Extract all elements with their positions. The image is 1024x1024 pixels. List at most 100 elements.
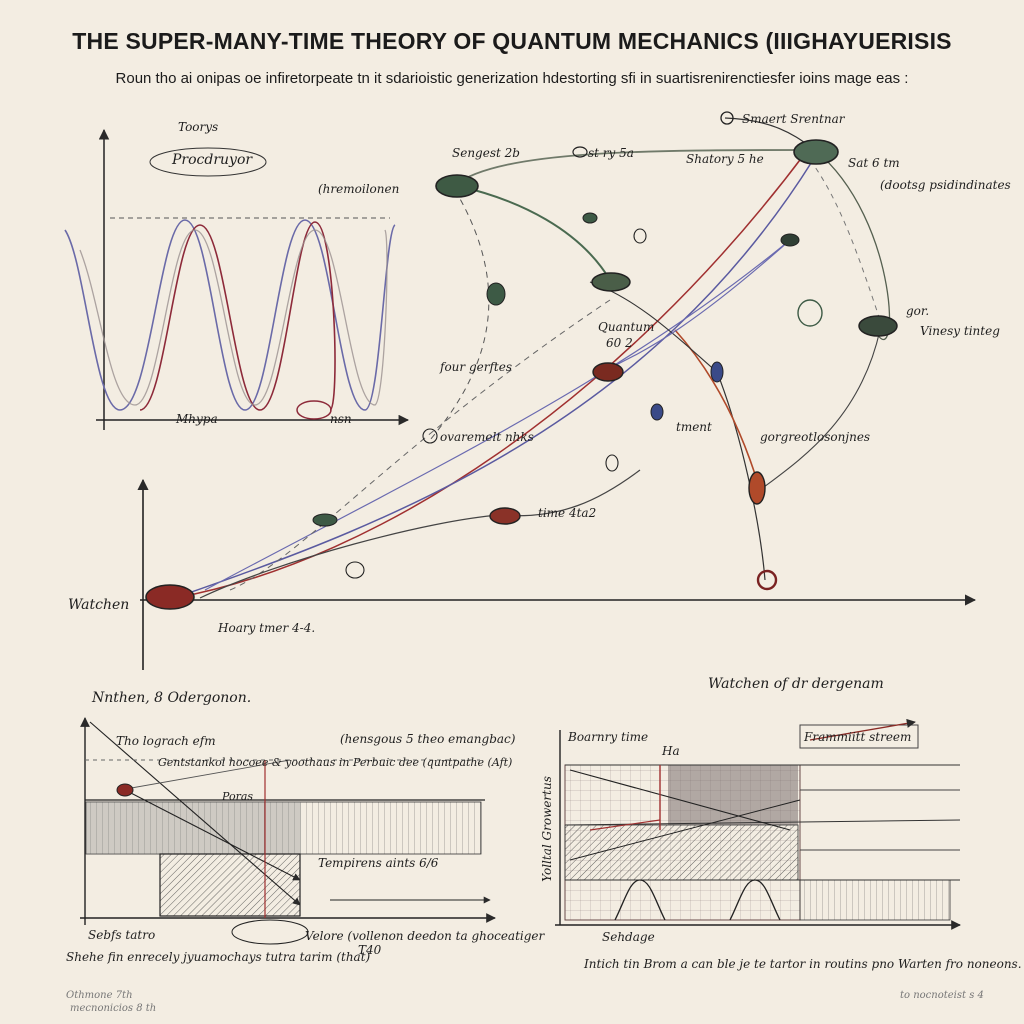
lr-diag-2 <box>569 799 801 861</box>
label-smaert: Smaert Srentnar <box>742 112 845 126</box>
wave-series-red <box>139 221 336 411</box>
label-shatory: Shatory 5 he <box>686 152 764 166</box>
node-time <box>489 507 521 525</box>
node-small-9 <box>797 299 823 327</box>
ll-red-node <box>116 783 134 797</box>
label-sebfs: Sebfs tatro <box>88 928 156 942</box>
label-poras: Poras <box>222 790 254 803</box>
ll-band-shaded <box>86 802 301 854</box>
label-gor: gor. <box>906 304 930 318</box>
lr-legend-arrow <box>809 718 916 741</box>
node-small-12 <box>345 561 365 579</box>
label-frammiit: Frammiitt streem <box>804 730 912 744</box>
ll-outline-ellipse <box>231 919 309 945</box>
label-vertical-axis: Yolltal Growertus <box>539 776 554 882</box>
signature-left-2: mecnonicios 8 th <box>70 1003 157 1014</box>
wave-series-grey <box>79 229 388 406</box>
node-small-3 <box>650 403 664 421</box>
ll-diag-2 <box>124 789 301 881</box>
label-toorys: Toorys <box>178 120 219 134</box>
label-nsn: nsn <box>330 412 352 426</box>
lr-peak-2 <box>729 879 781 921</box>
node-small-7 <box>572 146 588 158</box>
lower-right-diagram <box>555 718 961 930</box>
label-tempirens: Tempirens aints 6/6 <box>318 856 439 870</box>
label-ovaremel: ovaremelt nhks <box>440 430 534 444</box>
link-quantum <box>604 239 791 371</box>
link-to-bottom-node <box>716 371 766 581</box>
link-lower <box>199 469 641 599</box>
link-red-long <box>174 151 807 599</box>
ll-band-upper <box>85 801 482 855</box>
wave-series-purple <box>64 219 396 411</box>
node-small-10 <box>633 228 647 244</box>
page-subtitle: Roun tho ai onipas oe infiretorpeate tn … <box>115 70 909 87</box>
label-velor-desc: Velore (vollenon deedon ta ghoceatiger <box>305 929 545 943</box>
lr-diag-1 <box>569 769 791 831</box>
link-right-arc <box>814 149 891 340</box>
wave-end-marker <box>296 400 332 420</box>
label-mhhpa: Mhypa <box>176 412 218 426</box>
node-top-right <box>793 139 839 165</box>
node-right <box>858 315 898 337</box>
wave-plot <box>64 128 410 430</box>
lr-vlines-block <box>799 879 951 921</box>
procdruyor-outline <box>149 147 267 177</box>
lr-peak-1 <box>614 879 666 921</box>
label-watchen: Watchen <box>68 597 130 613</box>
label-the-lograch: Tho lograch efm <box>116 734 216 748</box>
node-small-2 <box>710 361 724 383</box>
label-mermoilonen: (hremoilonen <box>318 182 400 196</box>
lr-hatch-block <box>564 824 799 881</box>
label-sengest: Sengest 2b <box>452 146 520 160</box>
label-tment: tment <box>676 420 712 434</box>
network-nodes <box>145 111 898 610</box>
label-procdruyor: Procdruyor <box>172 152 253 168</box>
node-small-6 <box>720 111 734 125</box>
node-small-8 <box>582 212 598 224</box>
lr-red-vert-2 <box>589 819 661 831</box>
lower-left-diagram <box>80 717 496 945</box>
label-t40: T40 <box>358 943 382 957</box>
label-gorgreotlosonjnes: gorgreotlosonjnes <box>760 430 871 444</box>
node-small-11 <box>605 454 619 472</box>
node-small-1 <box>486 282 506 306</box>
node-small-13 <box>422 428 438 444</box>
lr-dark-block <box>668 765 798 825</box>
link-dashed-1 <box>429 189 490 441</box>
label-hw: Ha <box>662 744 680 758</box>
node-quantum <box>592 362 624 382</box>
label-quantum: Quantum <box>598 320 655 334</box>
label-gentstant: Gentstankol hocoee & yoothaus in Perbuic… <box>158 756 513 769</box>
label-four-gerftes: four gerftes <box>440 360 512 374</box>
label-watchen-right: Watchen of dr dergenam <box>708 676 884 692</box>
network-links <box>174 117 891 599</box>
link-curve-right <box>759 329 881 491</box>
label-dootsg: (dootsg psidindinates <box>880 178 1011 192</box>
node-origin <box>145 584 195 610</box>
node-small-4 <box>780 233 800 247</box>
link-dashed-3 <box>809 159 881 321</box>
link-grey-top <box>454 149 816 186</box>
label-st-ry: st ry 5a <box>588 146 634 160</box>
link-green-down <box>457 185 611 281</box>
label-boarnrny: Boarnry time <box>568 730 649 744</box>
label-sehdage: Sehdage <box>602 930 655 944</box>
node-mermoilonen <box>435 174 479 198</box>
label-sat-cm: Sat 6 tm <box>848 156 900 170</box>
label-hoary: Hoary tmer 4-4. <box>218 621 316 635</box>
footer-right-caption: Intich tin Brom a can ble je te tartor i… <box>584 957 1022 971</box>
node-bottom <box>756 569 778 591</box>
lr-legend-box <box>799 724 919 749</box>
signature-right: to nocnoteist s 4 <box>900 990 988 1001</box>
label-vinnesy: Vinesy tinteg <box>920 324 1000 338</box>
label-hensgous: (hensgous 5 theo emangbac) <box>340 732 516 746</box>
signature-left-1: Othmone 7th <box>66 990 133 1001</box>
label-qd-2: 60 2 <box>606 336 633 350</box>
node-center <box>591 272 631 292</box>
link-blue-long-2 <box>204 239 791 591</box>
link-blue-long <box>179 159 814 597</box>
label-time: time 4ta2 <box>538 506 597 520</box>
node-small-5 <box>312 513 338 527</box>
